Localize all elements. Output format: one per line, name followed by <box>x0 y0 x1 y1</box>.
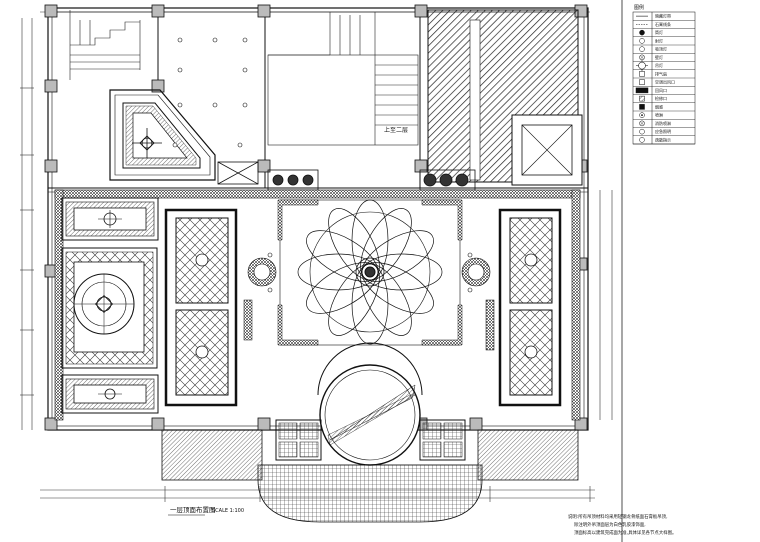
legend-row: 暗藏灯带 <box>633 13 695 21</box>
legend-label: 空调出风口 <box>655 79 675 85</box>
title-block: 一层顶面布置图 SCALE 1:100 <box>168 505 244 516</box>
legend-label: 喷淋 <box>655 112 663 118</box>
note-line-2: 除注明外吊顶面层为白色乳胶漆饰面, <box>574 521 646 528</box>
legend-label: 筒灯 <box>655 29 663 35</box>
central-stair <box>267 12 419 146</box>
legend-label: 暗藏灯带 <box>655 13 671 19</box>
left-ceiling-top <box>61 197 159 241</box>
stair-label: 上至二层 <box>384 126 408 134</box>
filled-bar-icon <box>635 87 649 94</box>
right-grid-panel <box>498 208 562 407</box>
entry-tile-boxes <box>275 419 466 461</box>
drawing-scale: SCALE 1:100 <box>212 508 244 514</box>
legend-label: 壁灯 <box>655 54 663 60</box>
spotlight-icon <box>639 29 645 36</box>
legend-row: 吸顶灯 <box>633 46 695 54</box>
legend-label: 回风口 <box>655 88 667 93</box>
main-hall-walls <box>54 189 581 421</box>
small-circle-icon <box>639 46 645 52</box>
legend-label: 消防喷淋 <box>655 120 671 126</box>
square-icon <box>639 71 645 77</box>
chandelier-icon <box>636 59 648 72</box>
right-decor-bars <box>243 299 495 351</box>
legend-row: 回风口 <box>633 87 695 95</box>
left-grid-panel <box>164 208 238 407</box>
round-columns <box>247 257 491 287</box>
wall-lamp-icon <box>639 54 645 61</box>
drawing-title: 一层顶面布置图 <box>170 505 216 514</box>
legend-label: 吸顶灯 <box>655 46 667 52</box>
legend-label: 烟感 <box>655 103 663 109</box>
angled-hall-ceiling <box>109 89 216 181</box>
general-notes: 说明:所有吊顶材料均采用轻钢龙骨纸面石膏板吊顶, 除注明外吊顶面层为白色乳胶漆饰… <box>568 513 676 536</box>
legend-row: 筒灯 <box>633 29 695 37</box>
legend-label: 石膏线条 <box>655 21 671 27</box>
upper-left-stair <box>69 10 141 80</box>
entry-rotunda <box>317 342 423 466</box>
legend-heading: 图例 <box>634 4 644 11</box>
circle-arrow-icon <box>639 137 645 143</box>
legend-label: 吊灯 <box>655 62 663 68</box>
legend-row: 空调出风口 <box>633 79 695 87</box>
hatched-icon <box>639 95 645 102</box>
circle-cross-icon <box>639 120 645 127</box>
legend-label: 应急照明 <box>655 128 671 134</box>
legend-row: 喷淋 <box>633 112 695 120</box>
circle-dot-icon <box>639 112 645 118</box>
legend-row: 检修口 <box>633 95 695 103</box>
legend-row: 排气扇 <box>633 70 695 79</box>
left-ceiling-bottom <box>61 374 159 414</box>
legend-row: 石膏线条 <box>633 21 695 29</box>
ceiling-downlights <box>172 37 473 293</box>
legend-row: 疏散指示 <box>633 136 695 145</box>
legend-table: 图例 暗藏灯带石膏线条筒灯射灯吸顶灯壁灯吊灯排气扇空调出风口回风口检修口烟感喷淋… <box>632 4 696 145</box>
filled-square-icon <box>639 104 645 110</box>
note-line-1: 说明:所有吊顶材料均采用轻钢龙骨纸面石膏板吊顶, <box>568 513 667 520</box>
legend-label: 排气扇 <box>655 70 667 76</box>
ac-units <box>217 161 476 191</box>
central-dome-ceiling <box>277 199 463 346</box>
square-icon <box>639 79 645 85</box>
legend-row: 应急照明 <box>633 128 695 136</box>
elevator-box <box>511 114 583 186</box>
porch-area <box>161 429 579 523</box>
legend-label: 疏散指示 <box>655 136 671 142</box>
legend-row: 烟感 <box>633 103 695 112</box>
legend-row: 吊灯 <box>633 59 695 72</box>
legend-label: 检修口 <box>655 95 667 101</box>
circle-icon <box>639 128 645 135</box>
note-line-3: 顶面标高以建筑完成面为准,具体详见各节点大样图。 <box>574 529 676 536</box>
downlight-icon <box>639 38 645 44</box>
legend-label: 射灯 <box>655 37 663 43</box>
legend-row: 射灯 <box>633 37 695 46</box>
left-ceiling-middle <box>61 247 158 369</box>
legend-row: 消防喷淋 <box>633 120 695 128</box>
